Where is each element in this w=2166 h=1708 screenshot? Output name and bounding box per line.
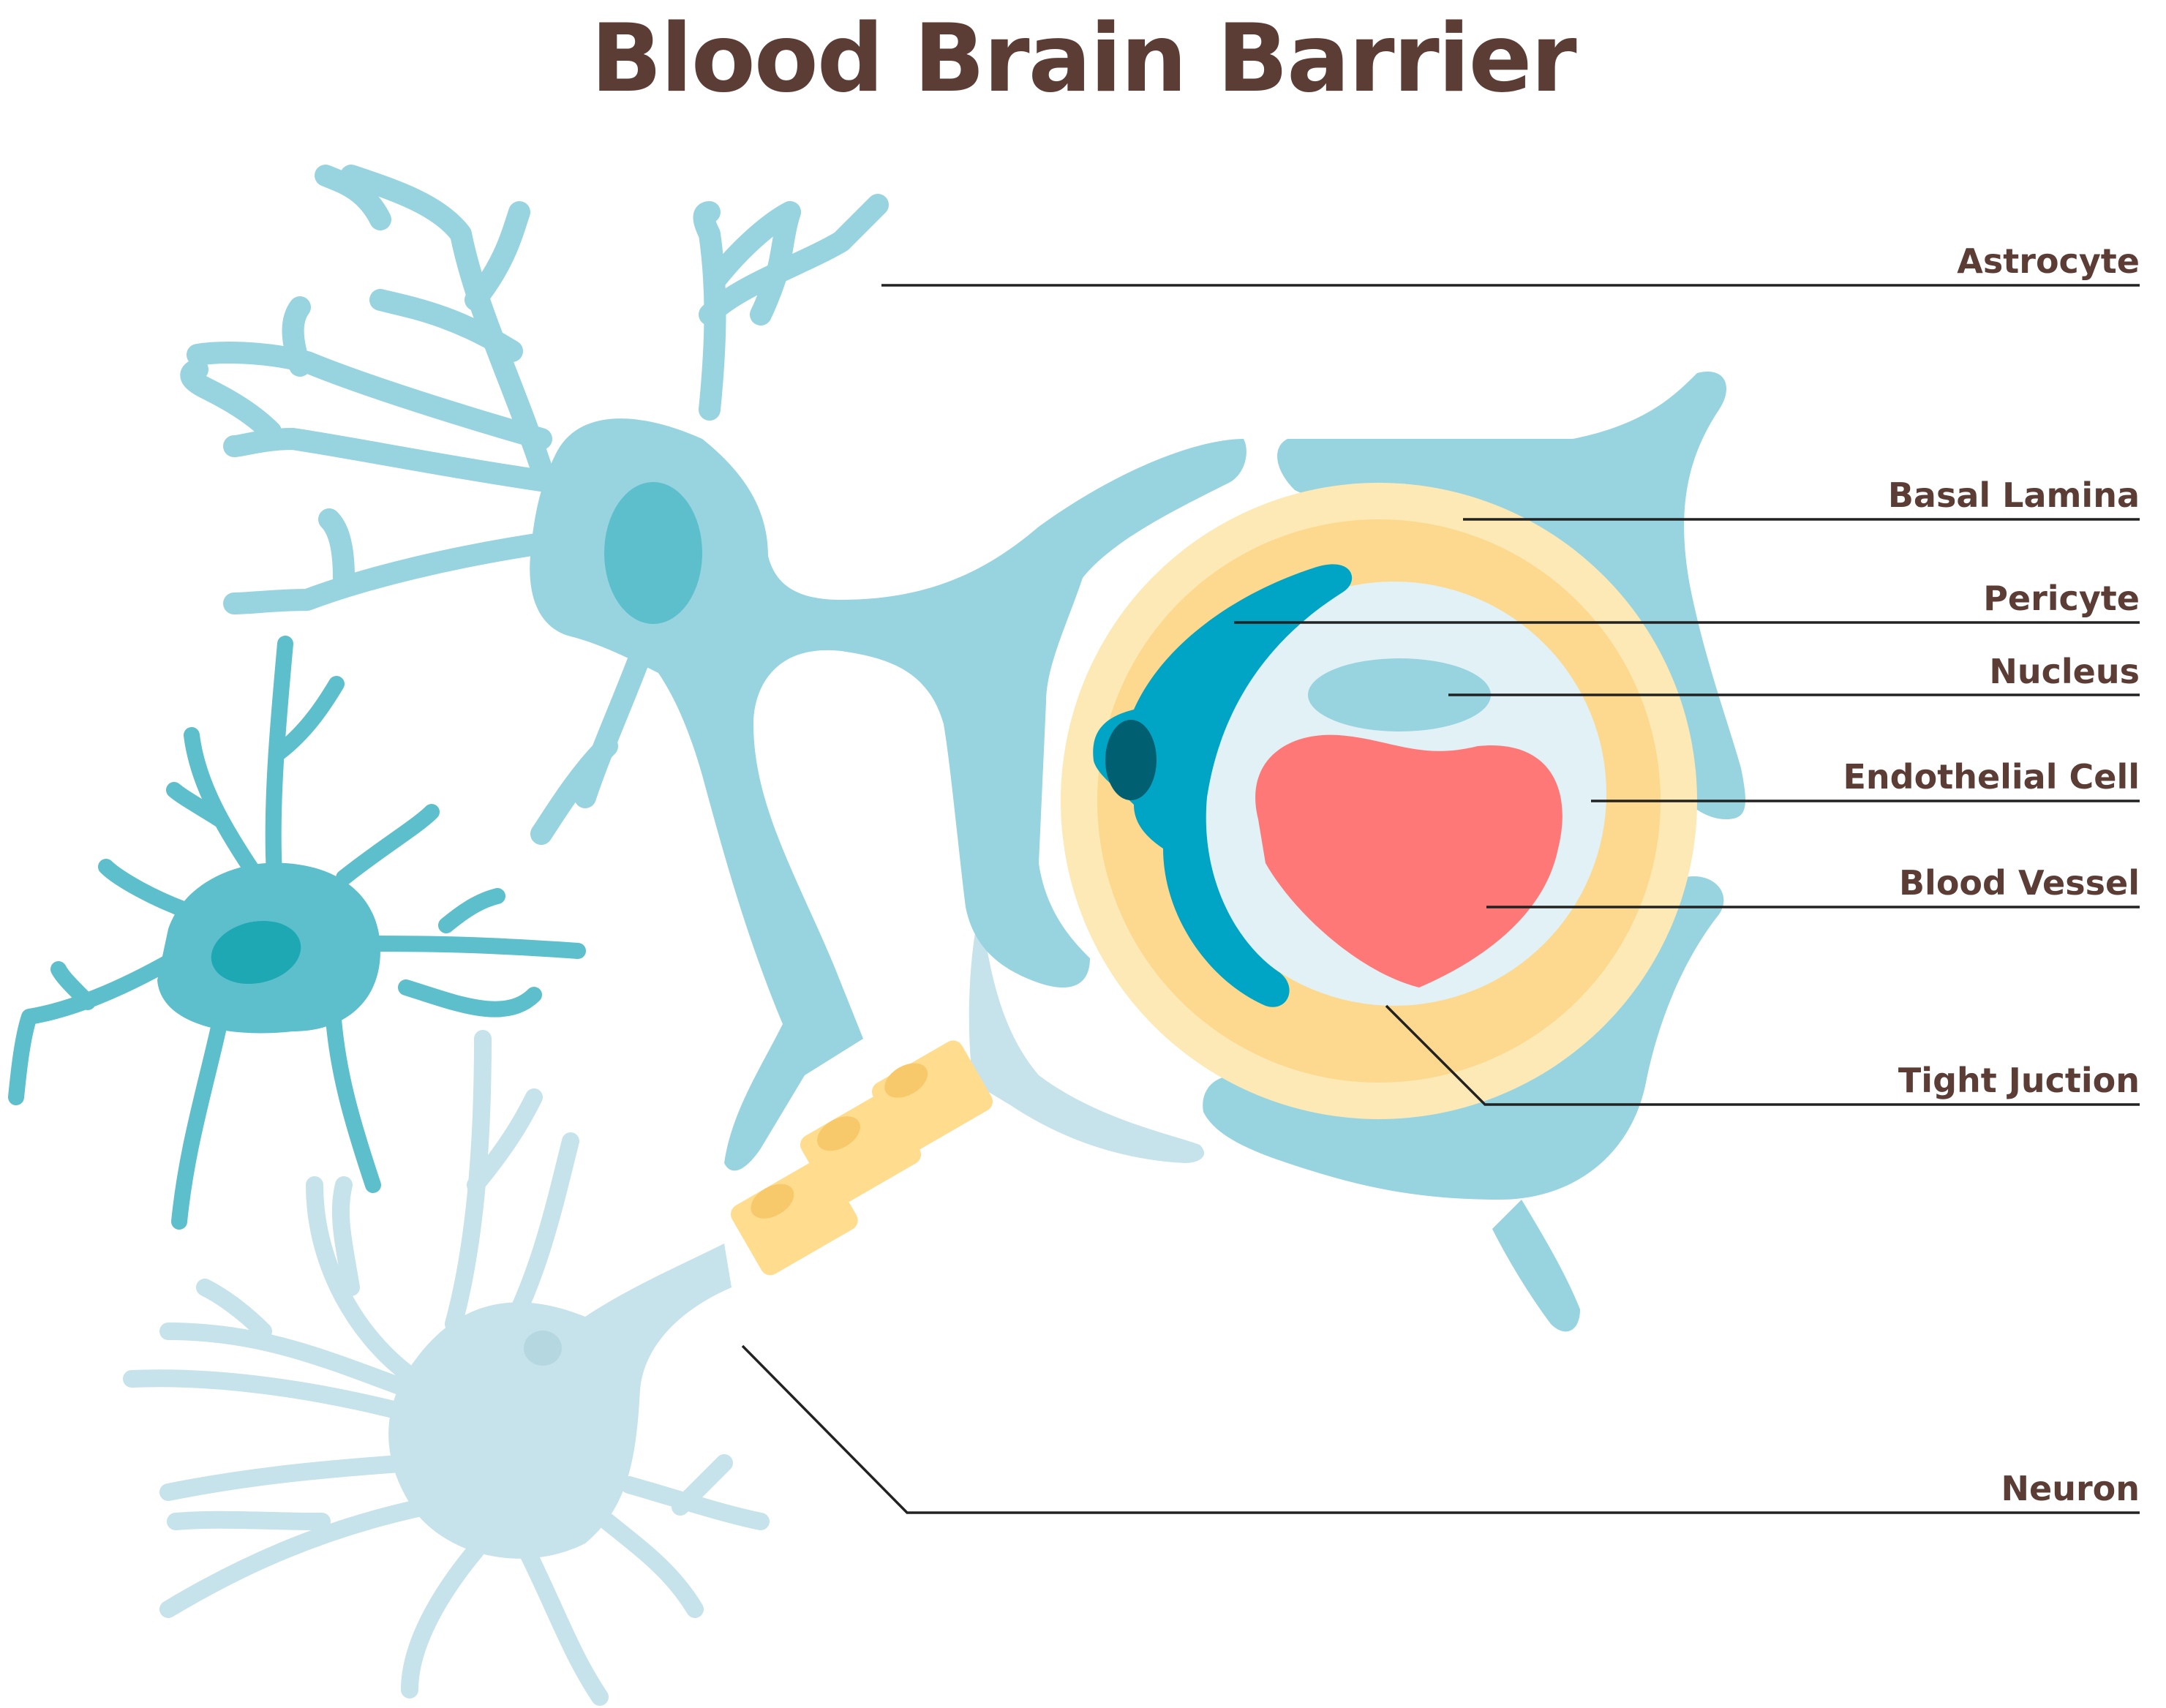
myelin-node (884, 1063, 928, 1098)
label-neuron: Neuron (2001, 1469, 2140, 1508)
astrocyte-nucleus (604, 482, 702, 624)
label-pericyte: Pericyte (1983, 579, 2140, 618)
label-tight-junction: Tight Juction (1898, 1061, 2140, 1100)
second-astrocyte-nucleus (211, 920, 301, 985)
labels: Astrocyte Basal Lamina Pericyte Nucleus … (1843, 241, 2140, 1508)
myelin-sheath (731, 1040, 993, 1276)
tight-junction (1375, 980, 1397, 996)
neuron-nucleus (524, 1331, 562, 1366)
neuron (123, 907, 1205, 1706)
label-astrocyte: Astrocyte (1957, 241, 2140, 281)
leader-line-tight-junction (1385, 1004, 2140, 1106)
label-endothelial-cell: Endothelial Cell (1843, 757, 2140, 797)
label-blood-vessel: Blood Vessel (1899, 863, 2140, 903)
myelin-node (817, 1116, 860, 1151)
pericyte-nucleus (1105, 720, 1157, 800)
vessel-cross-section (1061, 483, 1697, 1119)
pericyte (1093, 564, 1353, 1007)
endothelial-nucleus (1308, 658, 1491, 731)
myelin-node (751, 1184, 794, 1219)
label-nucleus: Nucleus (1989, 652, 2140, 691)
blood-vessel (1255, 734, 1563, 987)
page-title: Blood Brain Barrier (590, 4, 1576, 113)
second-astrocyte (8, 636, 586, 1230)
myelin-segment (731, 1159, 858, 1276)
leader-lines (741, 284, 2140, 1514)
leader-line-neuron (741, 1344, 2140, 1514)
label-basal-lamina: Basal Lamina (1888, 475, 2140, 515)
